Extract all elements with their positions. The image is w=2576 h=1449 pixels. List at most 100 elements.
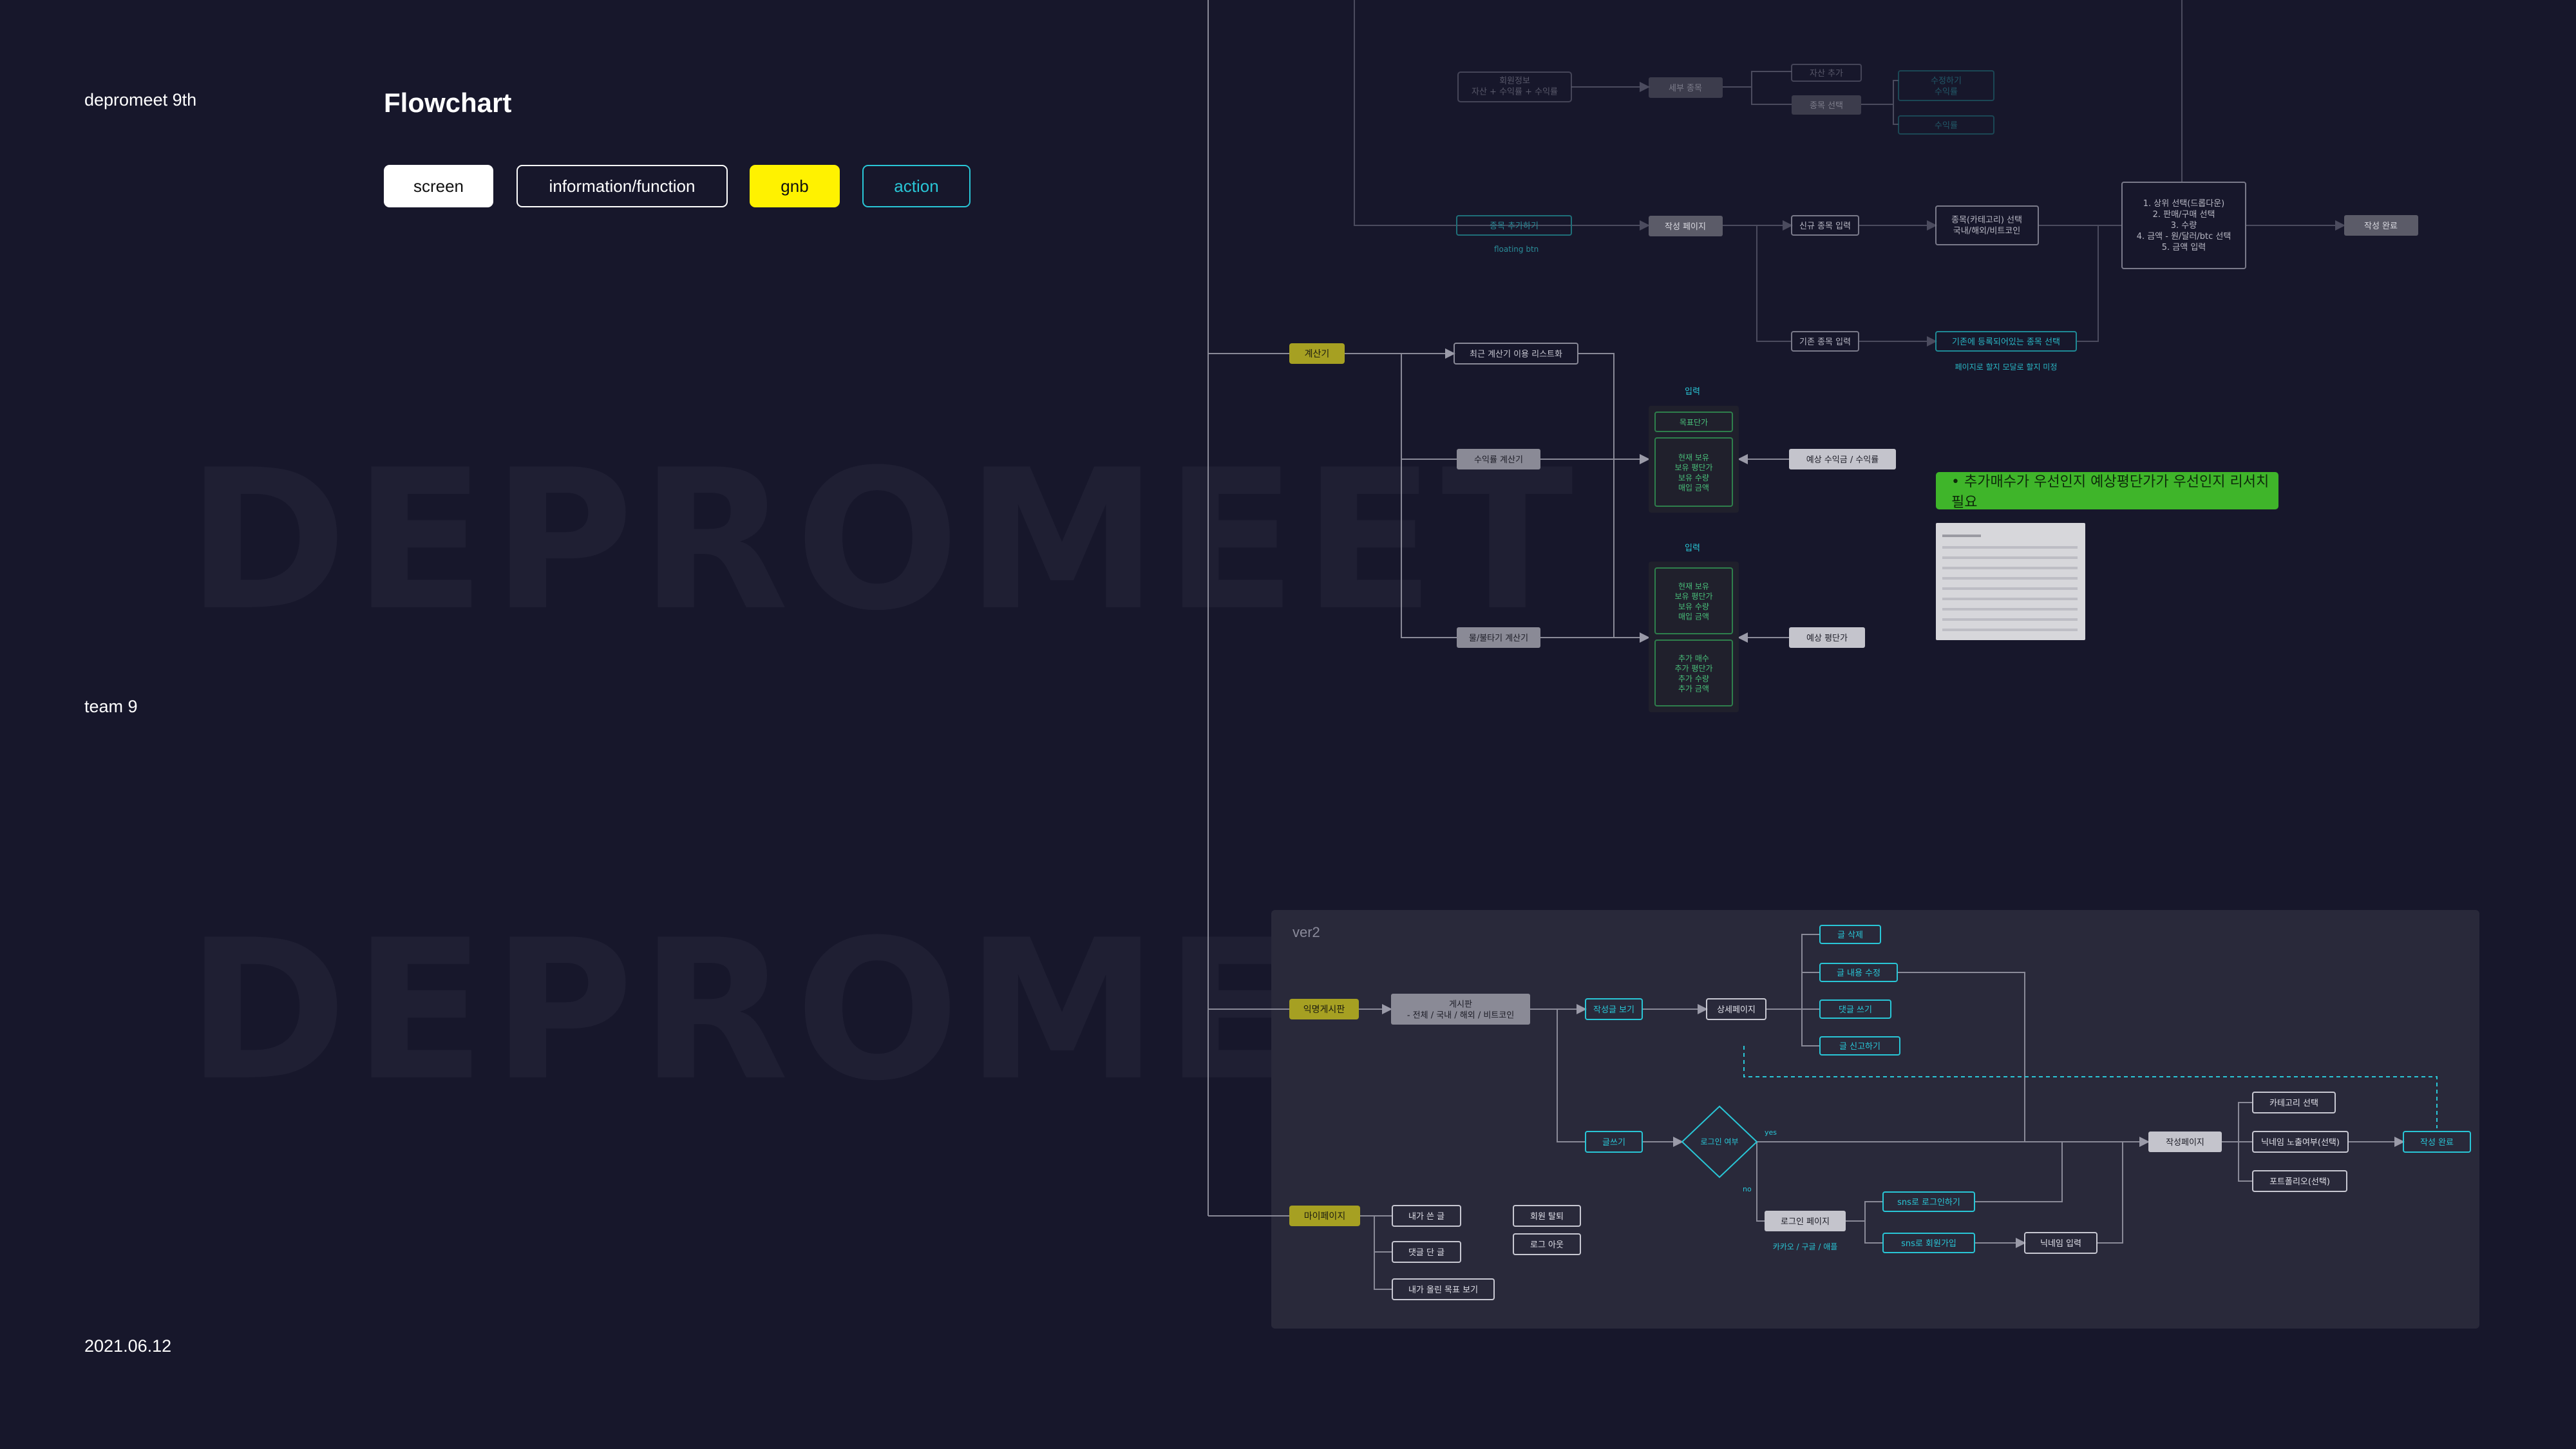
node-expected-return-text: 예상 수익금 / 수익률 bbox=[1806, 455, 1879, 465]
decision-login bbox=[1681, 1105, 1758, 1179]
node-portfolio-option bbox=[2252, 1170, 2347, 1192]
node-recent-calc-text: 최근 계산기 이용 리스트화 bbox=[1470, 350, 1562, 359]
node-write-page-v2 bbox=[2148, 1132, 2222, 1152]
node-logout bbox=[1513, 1233, 1581, 1255]
node-water-fire-calc bbox=[1457, 627, 1540, 648]
action-add-stock-text: 종목 추가하기 bbox=[1490, 222, 1539, 231]
action-view-post-text: 작성글 보기 bbox=[1593, 1005, 1634, 1015]
action-view-post bbox=[1585, 998, 1643, 1020]
node-water-fire-calc-text: 물/불타기 계산기 bbox=[1469, 634, 1528, 643]
node-login-page bbox=[1765, 1211, 1846, 1231]
node-category-text: 카테고리 선택 bbox=[2269, 1099, 2318, 1108]
gnb-mypage-text: 마이페이지 bbox=[1304, 1211, 1345, 1222]
node-portfolio-option-text: 포트폴리오(선택) bbox=[2269, 1177, 2330, 1187]
calculator-thumbnail bbox=[1936, 523, 2085, 640]
node-category-select bbox=[1935, 205, 2039, 245]
node-my-comments-text: 댓글 단 글 bbox=[1408, 1248, 1444, 1258]
team-label: team 9 bbox=[84, 697, 138, 716]
node-detail-stock bbox=[1649, 77, 1723, 98]
ver2-flow: 익명게시판 게시판- 전체 / 국내 / 해외 / 비트코인 작성글 보기 상세… bbox=[1289, 925, 2471, 1300]
node-select-stock bbox=[1792, 95, 1861, 115]
node-nickname-visibility bbox=[2252, 1131, 2349, 1153]
node-trade-fields bbox=[2121, 182, 2246, 269]
action-sns-login-text: sns로 로그인하기 bbox=[1897, 1198, 1960, 1208]
ver2-label: ver2 bbox=[1293, 924, 1320, 940]
login-providers-note: 카카오 / 구글 / 애플 bbox=[1773, 1242, 1838, 1251]
action-existing-select-text: 기존에 등록되어있는 종목 선택 bbox=[1952, 337, 2060, 347]
input-group-1 bbox=[1649, 406, 1739, 513]
input-target-price-text: 목표단가 bbox=[1680, 418, 1708, 427]
node-detail-stock-text: 세부 종목 bbox=[1669, 84, 1702, 93]
input-current-hold-1 bbox=[1654, 437, 1733, 507]
legend-information-function: information/function bbox=[516, 165, 728, 207]
node-nickname-visibility-text: 닉네임 노출여부(선택) bbox=[2261, 1138, 2340, 1148]
node-new-stock-text: 신규 종목 입력 bbox=[1799, 222, 1851, 231]
node-existing-stock-text: 기존 종목 입력 bbox=[1799, 337, 1851, 347]
node-edit-return bbox=[1898, 70, 1994, 101]
node-category bbox=[2252, 1092, 2336, 1113]
page-or-modal-note: 페이지로 할지 모달로 할지 미정 bbox=[1955, 363, 2058, 372]
decision-login-text: 로그인 여부 bbox=[1700, 1137, 1738, 1146]
node-my-comments bbox=[1392, 1241, 1461, 1263]
calculator-flow: 계산기 최근 계산기 이용 리스트화 수익률 계산기 물/불타기 계산기 입력 … bbox=[1289, 343, 1896, 712]
gnb-calculator-text: 계산기 bbox=[1305, 349, 1330, 359]
node-return-calc bbox=[1457, 449, 1540, 469]
action-add-stock bbox=[1456, 215, 1572, 236]
action-write-complete-text: 작성 완료 bbox=[2420, 1138, 2454, 1148]
research-note: • 추가매수가 우선인지 예상평단가가 우선인지 리서치필요 bbox=[1936, 472, 2278, 511]
input-group-2 bbox=[1649, 562, 1739, 712]
action-write-post-text: 글쓰기 bbox=[1602, 1138, 1625, 1148]
node-withdraw-text: 회원 탈퇴 bbox=[1530, 1212, 1564, 1222]
ver2-panel bbox=[1271, 910, 2479, 1329]
node-write-done-text: 작성 완료 bbox=[2364, 222, 2398, 231]
node-write-page bbox=[1649, 216, 1723, 236]
input-add-buy bbox=[1654, 639, 1733, 706]
legend-screen: screen bbox=[384, 165, 493, 207]
no-label: no bbox=[1743, 1185, 1752, 1193]
node-logout-text: 로그 아웃 bbox=[1530, 1240, 1564, 1250]
node-board bbox=[1391, 994, 1530, 1025]
action-report-post-text: 글 신고하기 bbox=[1839, 1042, 1880, 1052]
portfolio-flow: 종목 추가하기 floating btn 작성 페이지 신규 종목 입력 종목(… bbox=[1456, 182, 2418, 372]
node-my-posts bbox=[1392, 1205, 1461, 1227]
node-withdraw bbox=[1513, 1205, 1581, 1227]
node-existing-stock bbox=[1791, 331, 1859, 352]
node-expected-avg-text: 예상 평단가 bbox=[1806, 634, 1848, 643]
node-detail-page bbox=[1706, 998, 1766, 1020]
action-edit-post-text: 글 내용 수정 bbox=[1837, 969, 1880, 978]
gnb-calculator bbox=[1289, 343, 1345, 364]
action-write-post bbox=[1585, 1131, 1643, 1153]
yes-label: yes bbox=[1765, 1128, 1777, 1137]
action-delete-post-text: 글 삭제 bbox=[1837, 931, 1863, 940]
date-label: 2021.06.12 bbox=[84, 1336, 172, 1356]
action-sns-login bbox=[1882, 1191, 1975, 1212]
node-add-asset bbox=[1791, 64, 1862, 82]
input-label-1: 입력 bbox=[1685, 387, 1700, 397]
node-my-goals bbox=[1392, 1278, 1495, 1300]
action-sns-join-text: sns로 회원가입 bbox=[1901, 1239, 1956, 1249]
action-write-comment bbox=[1819, 999, 1891, 1019]
action-write-complete bbox=[2403, 1131, 2471, 1153]
node-select-stock-text: 종목 선택 bbox=[1810, 101, 1843, 111]
connector-lines bbox=[1208, 0, 2438, 1290]
node-nickname-input bbox=[2024, 1232, 2098, 1254]
watermark-top: DEPROMEET bbox=[187, 428, 1580, 653]
legend-action: action bbox=[862, 165, 971, 207]
node-add-asset-text: 자산 추가 bbox=[1810, 69, 1843, 79]
node-detail-page-text: 상세페이지 bbox=[1717, 1005, 1756, 1015]
legend-gnb: gnb bbox=[750, 165, 840, 207]
node-my-goals-text: 내가 올린 목표 보기 bbox=[1408, 1285, 1478, 1295]
action-delete-post bbox=[1819, 925, 1881, 944]
node-expected-return bbox=[1789, 449, 1896, 469]
node-user-info bbox=[1457, 71, 1572, 102]
node-new-stock bbox=[1791, 215, 1859, 236]
action-existing-select bbox=[1935, 331, 2077, 352]
node-write-page-text: 작성 페이지 bbox=[1665, 222, 1706, 232]
node-recent-calc bbox=[1454, 343, 1578, 365]
